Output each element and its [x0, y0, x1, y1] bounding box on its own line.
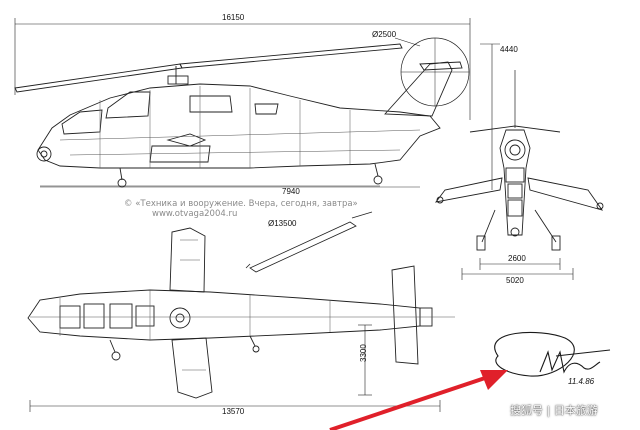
dim-overall-length: 16150	[222, 13, 245, 22]
front-wing-left	[434, 177, 503, 203]
plan-horizontal-tail	[391, 265, 419, 365]
rotor-blade-detail	[245, 211, 373, 273]
plan-fuselage	[27, 289, 421, 341]
front-wing-right	[527, 177, 604, 211]
plan-wing-upper	[169, 227, 206, 293]
side-dimensions	[14, 18, 500, 190]
side-canopy	[105, 91, 151, 119]
side-fuselage	[37, 83, 441, 169]
plan-dimensions	[29, 324, 441, 412]
dim-height: 4440	[500, 45, 518, 54]
dim-plan-length: 13570	[222, 407, 245, 416]
side-tail-wheel	[373, 175, 383, 185]
annotation-arrow	[329, 370, 508, 430]
front-view	[434, 70, 604, 251]
plan-canopy	[109, 303, 133, 329]
side-canopy	[61, 109, 103, 135]
plan-wing-lower	[171, 337, 213, 399]
signature	[494, 331, 611, 377]
side-tail-fin	[384, 61, 453, 117]
plan-canopy	[135, 305, 155, 327]
dim-track: 2600	[508, 254, 526, 263]
copyright-url: www.otvaga2004.ru	[152, 209, 237, 219]
dim-main-rotor-diameter: Ø13500	[268, 219, 297, 228]
plan-view	[27, 227, 455, 399]
front-wheel-left	[476, 235, 486, 251]
dim-tail-rotor-diameter: Ø2500	[372, 30, 397, 39]
front-wheel-right	[551, 235, 561, 251]
dim-plan-span: 3300	[359, 344, 368, 362]
dim-fuselage-length: 7940	[282, 187, 300, 196]
side-view	[14, 37, 470, 188]
copyright-line: © «Техника и вооружение. Вчера, сегодня,…	[124, 199, 358, 209]
signature-date: 11.4.86	[568, 377, 595, 386]
front-dimensions	[461, 258, 574, 280]
watermark: 搜狐号 | 日本旅游	[510, 404, 598, 417]
main-rotor-blade	[179, 43, 403, 69]
plan-canopy	[83, 303, 105, 329]
dim-stabilizer-span: 5020	[506, 276, 524, 285]
